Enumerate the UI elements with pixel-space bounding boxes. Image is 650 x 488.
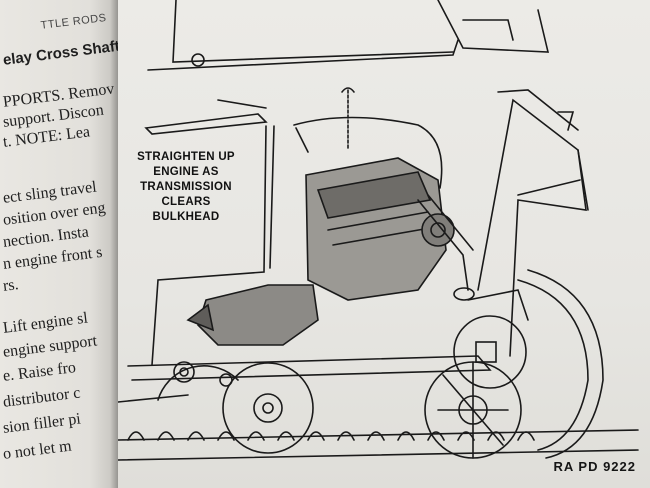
text-line: Lift engine sl xyxy=(2,309,89,337)
left-page: TTLE RODS elay Cross Shaft PPORTS. Remov… xyxy=(0,0,128,488)
text-line: e. Raise fro xyxy=(2,359,77,385)
text-line: sion filler pi xyxy=(2,410,82,437)
callout-line: STRAIGHTEN UP xyxy=(137,151,235,163)
transmission xyxy=(197,284,319,346)
callout-line: ENGINE AS xyxy=(153,166,219,178)
bulkhead-bracket xyxy=(144,113,268,135)
running-head: TTLE RODS xyxy=(40,11,108,32)
bulkhead-outline xyxy=(151,125,267,366)
callout-line: CLEARS BULKHEAD xyxy=(152,196,220,223)
text-line: distributor c xyxy=(2,384,82,411)
text-line: engine support xyxy=(2,332,99,361)
hoist-boom xyxy=(293,116,443,189)
right-page: STRAIGHTEN UP ENGINE AS TRANSMISSION CLE… xyxy=(118,0,650,488)
front-sprocket xyxy=(453,315,527,389)
track-bottom xyxy=(118,449,639,461)
upper-frame-rail xyxy=(172,0,454,63)
figure-id: RA PD 9222 xyxy=(553,459,636,474)
track-front xyxy=(517,279,589,451)
road-wheel xyxy=(222,362,314,454)
text-line: o not let m xyxy=(2,437,73,463)
section-heading: elay Cross Shaft xyxy=(2,37,121,69)
text-line: rs. xyxy=(2,276,20,295)
callout-line: TRANSMISSION xyxy=(140,181,232,193)
engine-removal-illustration xyxy=(118,0,639,461)
figure-callout: STRAIGHTEN UP ENGINE AS TRANSMISSION CLE… xyxy=(130,150,242,225)
front-hull xyxy=(477,98,587,357)
